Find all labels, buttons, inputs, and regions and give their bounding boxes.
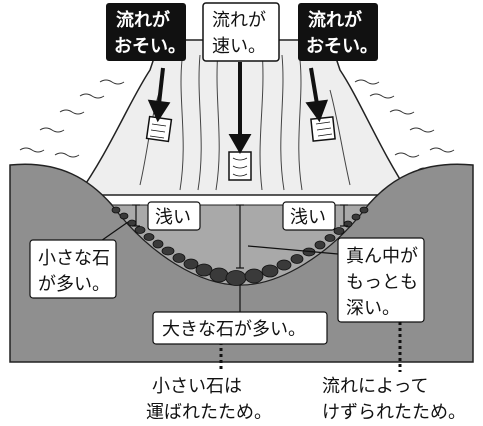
label-right-speed-line2: おそい。 bbox=[306, 36, 378, 57]
reason-dotted-lines bbox=[219, 322, 402, 372]
label-deepest-line1: 真ん中が bbox=[346, 246, 418, 267]
label-left-speed-line2: おそい。 bbox=[114, 36, 186, 57]
label-large-stones: 大きな石が多い。 bbox=[152, 311, 328, 345]
float-marker-right bbox=[310, 116, 336, 142]
float-marker-left bbox=[145, 115, 173, 143]
caption-reason-left: 小さい石は 運ばれたため。 bbox=[146, 376, 272, 423]
label-large-stones-text: 大きな石が多い。 bbox=[162, 319, 306, 340]
label-right-speed-line1: 流れが bbox=[308, 9, 362, 31]
caption-reason-right-line1: 流れによって bbox=[322, 376, 429, 397]
caption-reason-right: 流れによって けずられたため。 bbox=[322, 376, 466, 423]
label-deepest-line2: もっとも bbox=[346, 272, 418, 293]
caption-reason-right-line2: けずられたため。 bbox=[322, 402, 466, 423]
caption-reason-left-line2: 運ばれたため。 bbox=[146, 402, 272, 423]
depth-markers bbox=[132, 204, 348, 269]
label-deepest-line3: 深い。 bbox=[346, 298, 400, 319]
label-left-speed: 流れが おそい。 bbox=[106, 3, 186, 61]
speed-arrows bbox=[147, 62, 329, 155]
label-shallow-right: 浅い bbox=[282, 201, 336, 231]
riverbed-stones bbox=[111, 206, 369, 286]
label-shallow-left-text: 浅い bbox=[155, 207, 191, 228]
caption-reason-left-line1: 小さい石は bbox=[152, 376, 242, 397]
label-right-speed: 流れが おそい。 bbox=[298, 3, 378, 61]
label-left-speed-line1: 流れが bbox=[116, 9, 170, 31]
label-center-speed: 流れが 速い。 bbox=[202, 2, 280, 62]
flow-lines bbox=[139, 49, 351, 191]
label-center-speed-line1: 流れが bbox=[212, 10, 266, 31]
label-shallow-left: 浅い bbox=[147, 201, 201, 231]
label-deepest: 真ん中が もっとも 深い。 bbox=[337, 237, 425, 323]
float-marker-center bbox=[228, 151, 252, 181]
label-small-stones-line1: 小さな石 bbox=[38, 248, 110, 269]
label-center-speed-line2: 速い。 bbox=[212, 36, 266, 57]
label-small-stones-line2: が多い。 bbox=[38, 274, 110, 295]
label-shallow-right-text: 浅い bbox=[290, 207, 326, 228]
label-small-stones: 小さな石 が多い。 bbox=[29, 239, 117, 299]
